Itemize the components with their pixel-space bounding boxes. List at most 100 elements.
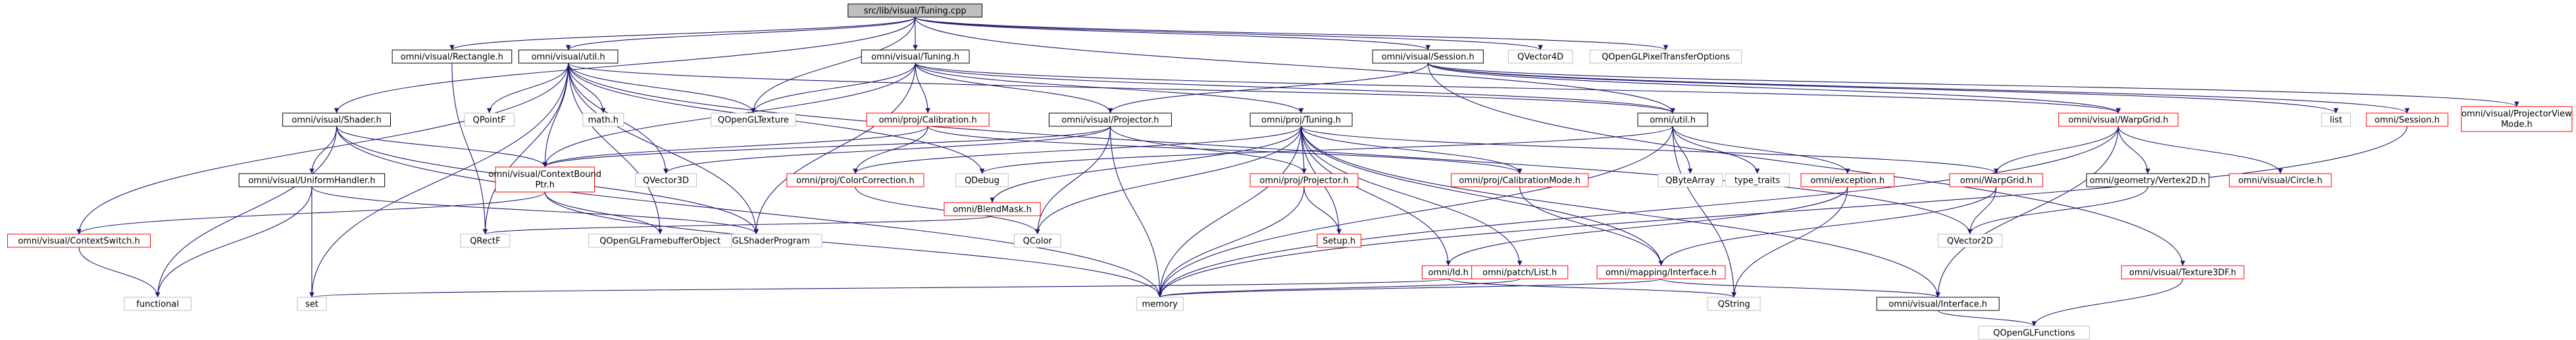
node-qvector2d: QVector2D [1937, 233, 2003, 248]
node-ctxswitch-h[interactable]: omni/visual/ContextSwitch.h [7, 233, 151, 248]
node-label: QRectF [470, 237, 500, 247]
node-label: omni/visual/util.h [532, 53, 605, 62]
node-box [2058, 112, 2179, 127]
node-box [2086, 173, 2210, 187]
node-label: omni/util.h [1650, 116, 1696, 126]
edge-projector-h-to-setup-h [1303, 186, 1342, 235]
node-box [1048, 112, 1172, 127]
node-exception-h[interactable]: omni/exception.h [1800, 173, 1895, 187]
node-box [955, 173, 1009, 187]
node-texture3df-h[interactable]: omni/visual/Texture3DF.h [2121, 265, 2244, 279]
node-iface-h[interactable]: omni/visual/Interface.h [1876, 297, 2000, 311]
node-patchlist-h[interactable]: omni/patch/List.h [1471, 265, 1569, 279]
edge-shader-h-to-uniform-h [309, 126, 338, 174]
edge-cbptr-h-to-ctxswitch-h [76, 191, 545, 235]
node-box [2229, 173, 2332, 187]
node-tuning-cpp[interactable]: src/lib/visual/Tuning.cpp [847, 3, 983, 18]
edge-tuning-cpp-to-qvector4d [915, 16, 1543, 51]
node-box [1250, 173, 1359, 187]
node-label: omni/visual/Projector.h [1061, 116, 1159, 126]
node-qgltexture: QOpenGLTexture [711, 112, 796, 127]
node-label: omni/proj/Tuning.h [1261, 116, 1341, 126]
edge-warpgrid-h-to-qvector2d [1967, 186, 1997, 235]
node-label: QColor [1023, 237, 1053, 247]
node-box [2321, 112, 2351, 127]
node-calib-h[interactable]: omni/proj/Calibration.h [866, 112, 990, 127]
node-vsession-h[interactable]: omni/visual/Session.h [1372, 49, 1484, 64]
node-box [1800, 173, 1895, 187]
edge-vutil-h-to-qpointf [486, 62, 569, 114]
node-warpgrid-vh[interactable]: omni/visual/WarpGrid.h [2058, 112, 2179, 127]
edge-tuning-cpp-to-qgltexture [751, 16, 916, 114]
edge-exception-h-to-qstring [1731, 186, 1848, 298]
edge-blendmask-h-to-qrectf [483, 215, 993, 235]
node-label: omni/BlendMask.h [953, 205, 1032, 215]
node-box [460, 233, 511, 248]
node-circle-h[interactable]: omni/visual/Circle.h [2229, 173, 2332, 187]
node-box [2461, 106, 2573, 132]
node-rect-h[interactable]: omni/visual/Rectangle.h [391, 49, 513, 64]
node-colorcorr-h[interactable]: omni/proj/ColorCorrection.h [786, 173, 924, 187]
node-vproj-h[interactable]: omni/visual/Projector.h [1048, 112, 1172, 127]
node-box [1013, 233, 1061, 248]
node-box [1725, 173, 1790, 187]
node-label: omni/visual/Rectangle.h [401, 53, 503, 62]
edge-vproj-h-to-projector-h [1109, 126, 1307, 174]
edge-tuning-cpp-to-qglpto [915, 16, 1669, 51]
node-box [495, 166, 595, 193]
node-box [1637, 112, 1708, 127]
node-box [518, 49, 619, 64]
edge-iface-h-to-qglfunctions [1937, 310, 2037, 327]
node-label: omni/Id.h [1428, 268, 1469, 278]
node-warpgrid-h[interactable]: omni/WarpGrid.h [1949, 173, 2044, 187]
node-label: omni/visual/Session.h [1382, 53, 1475, 62]
node-id-h[interactable]: omni/Id.h [1421, 265, 1475, 279]
node-list: list [2321, 112, 2351, 127]
node-label: omni/proj/CalibrationMode.h [1459, 176, 1580, 186]
edge-texture3df-h-to-qglfunctions [2031, 278, 2183, 327]
node-ptuning-h[interactable]: omni/proj/Tuning.h [1250, 112, 1353, 127]
node-label: omni/proj/Calibration.h [879, 116, 977, 126]
node-uniform-h[interactable]: omni/visual/UniformHandler.h [238, 173, 386, 187]
edge-util-h-to-memory [1157, 126, 1673, 298]
node-session-h[interactable]: omni/Session.h [2365, 112, 2448, 127]
node-box [297, 297, 327, 311]
edge-warpgrid-vh-to-memory [1157, 126, 2119, 298]
edge-vsession-h-to-texture3df-h [1427, 62, 2186, 266]
node-mapiface-h[interactable]: omni/mapping/Interface.h [1596, 265, 1726, 279]
node-box [2365, 112, 2448, 127]
edge-vtuning-h-to-qglshaderprog [753, 62, 916, 235]
node-box [1596, 265, 1726, 279]
edge-vutil-h-to-qvector2d [568, 62, 1973, 235]
edge-vutil-h-to-qglfbo [568, 62, 663, 235]
node-blendmask-h[interactable]: omni/BlendMask.h [944, 202, 1041, 216]
node-calibmode-h[interactable]: omni/proj/CalibrationMode.h [1451, 173, 1589, 187]
node-box [944, 202, 1041, 216]
edge-vsession-h-to-vproj-h [1107, 62, 1428, 114]
node-label: memory [1142, 300, 1178, 310]
node-qglfbo: QOpenGLFramebufferObject [588, 233, 732, 248]
node-box [1451, 173, 1589, 187]
node-projector-h[interactable]: omni/proj/Projector.h [1250, 173, 1359, 187]
edge-id-h-to-qstring [1448, 278, 1736, 298]
edge-vutil-h-to-qgltexture [568, 62, 756, 114]
node-setup-h[interactable]: Setup.h [1317, 233, 1361, 248]
node-box [7, 233, 151, 248]
node-label: src/lib/visual/Tuning.cpp [864, 7, 967, 16]
edge-vproj-h-to-qvector3d [663, 126, 1111, 174]
node-math-h: math.h [582, 112, 624, 127]
edge-warpgrid-vh-to-vertex2d-h [2117, 126, 2150, 174]
node-label: QVector2D [1947, 237, 1993, 247]
node-box [1317, 233, 1361, 248]
node-vertex2d-h[interactable]: omni/geometry/Vertex2D.h [2086, 173, 2210, 187]
node-shader-h[interactable]: omni/visual/Shader.h [282, 112, 391, 127]
node-vtuning-h[interactable]: omni/visual/Tuning.h [861, 49, 970, 64]
node-vutil-h[interactable]: omni/visual/util.h [518, 49, 619, 64]
edge-vutil-h-to-qrectf [482, 62, 569, 235]
node-util-h[interactable]: omni/util.h [1637, 112, 1708, 127]
edge-ptuning-h-to-id-h [1300, 126, 1452, 266]
edge-ctxswitch-h-to-functional [78, 247, 161, 298]
